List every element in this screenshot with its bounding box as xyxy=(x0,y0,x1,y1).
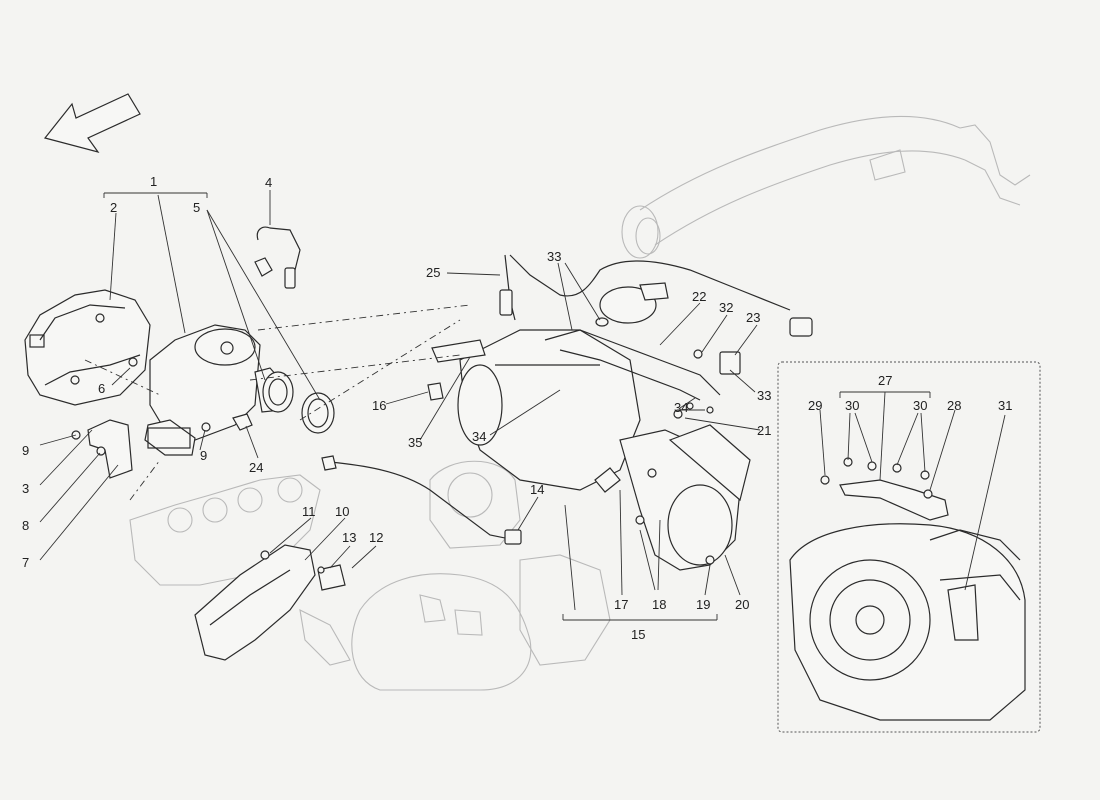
exhaust-gasket xyxy=(301,392,335,434)
callout-33-right: 33 xyxy=(757,388,771,403)
lambda-sensor xyxy=(254,226,301,289)
callout-5: 5 xyxy=(193,200,200,215)
callout-15: 15 xyxy=(631,627,645,642)
catalytic-converter xyxy=(128,324,294,456)
temperature-sensor xyxy=(232,413,253,431)
callout-29: 29 xyxy=(808,398,822,413)
callout-34-right: 34 xyxy=(674,400,688,415)
callout-6: 6 xyxy=(98,381,105,396)
callout-4: 4 xyxy=(265,175,272,190)
callout-16: 16 xyxy=(372,398,386,413)
callout-23: 23 xyxy=(746,310,760,325)
callout-11: 11 xyxy=(302,504,316,519)
callout-3: 3 xyxy=(22,481,29,496)
leader-lines xyxy=(39,190,1006,621)
callout-34-center: 34 xyxy=(472,429,486,444)
callout-18: 18 xyxy=(652,597,666,612)
callout-33-top: 33 xyxy=(547,249,561,264)
transmission-mount-inset xyxy=(777,361,1041,733)
callout-31: 31 xyxy=(998,398,1012,413)
rear-exhaust-pipe xyxy=(621,115,1031,259)
converter-bracket xyxy=(71,419,133,479)
callout-9-left: 9 xyxy=(22,443,29,458)
callout-10: 10 xyxy=(335,504,349,519)
catalyst-heat-shield xyxy=(24,289,151,406)
callout-21: 21 xyxy=(757,423,771,438)
particulate-filter xyxy=(457,329,751,571)
callout-19: 19 xyxy=(696,597,710,612)
callout-24: 24 xyxy=(249,460,263,475)
callout-2: 2 xyxy=(110,200,117,215)
callout-22: 22 xyxy=(692,289,706,304)
callout-9-center: 9 xyxy=(200,448,207,463)
callout-28: 28 xyxy=(947,398,961,413)
callout-17: 17 xyxy=(614,597,628,612)
callout-13: 13 xyxy=(342,530,356,545)
direction-arrow-icon xyxy=(43,93,141,154)
turbo-heat-shield xyxy=(194,544,346,661)
callout-14: 14 xyxy=(530,482,544,497)
callout-30-right: 30 xyxy=(913,398,927,413)
callout-27: 27 xyxy=(878,373,892,388)
callout-1: 1 xyxy=(150,174,157,189)
callout-labels: 1 2 3 4 5 6 7 8 9 9 10 11 12 13 14 15 16… xyxy=(22,174,1012,642)
exhaust-temperature-sensor xyxy=(321,455,522,545)
callout-30-left: 30 xyxy=(845,398,859,413)
callout-25: 25 xyxy=(426,265,440,280)
callout-20: 20 xyxy=(735,597,749,612)
callout-8: 8 xyxy=(22,518,29,533)
callout-35: 35 xyxy=(408,435,422,450)
engine-block-outline xyxy=(129,460,611,691)
pressure-sensor-pipes xyxy=(427,254,813,419)
callout-7: 7 xyxy=(22,555,29,570)
callout-12: 12 xyxy=(369,530,383,545)
callout-32: 32 xyxy=(719,300,733,315)
